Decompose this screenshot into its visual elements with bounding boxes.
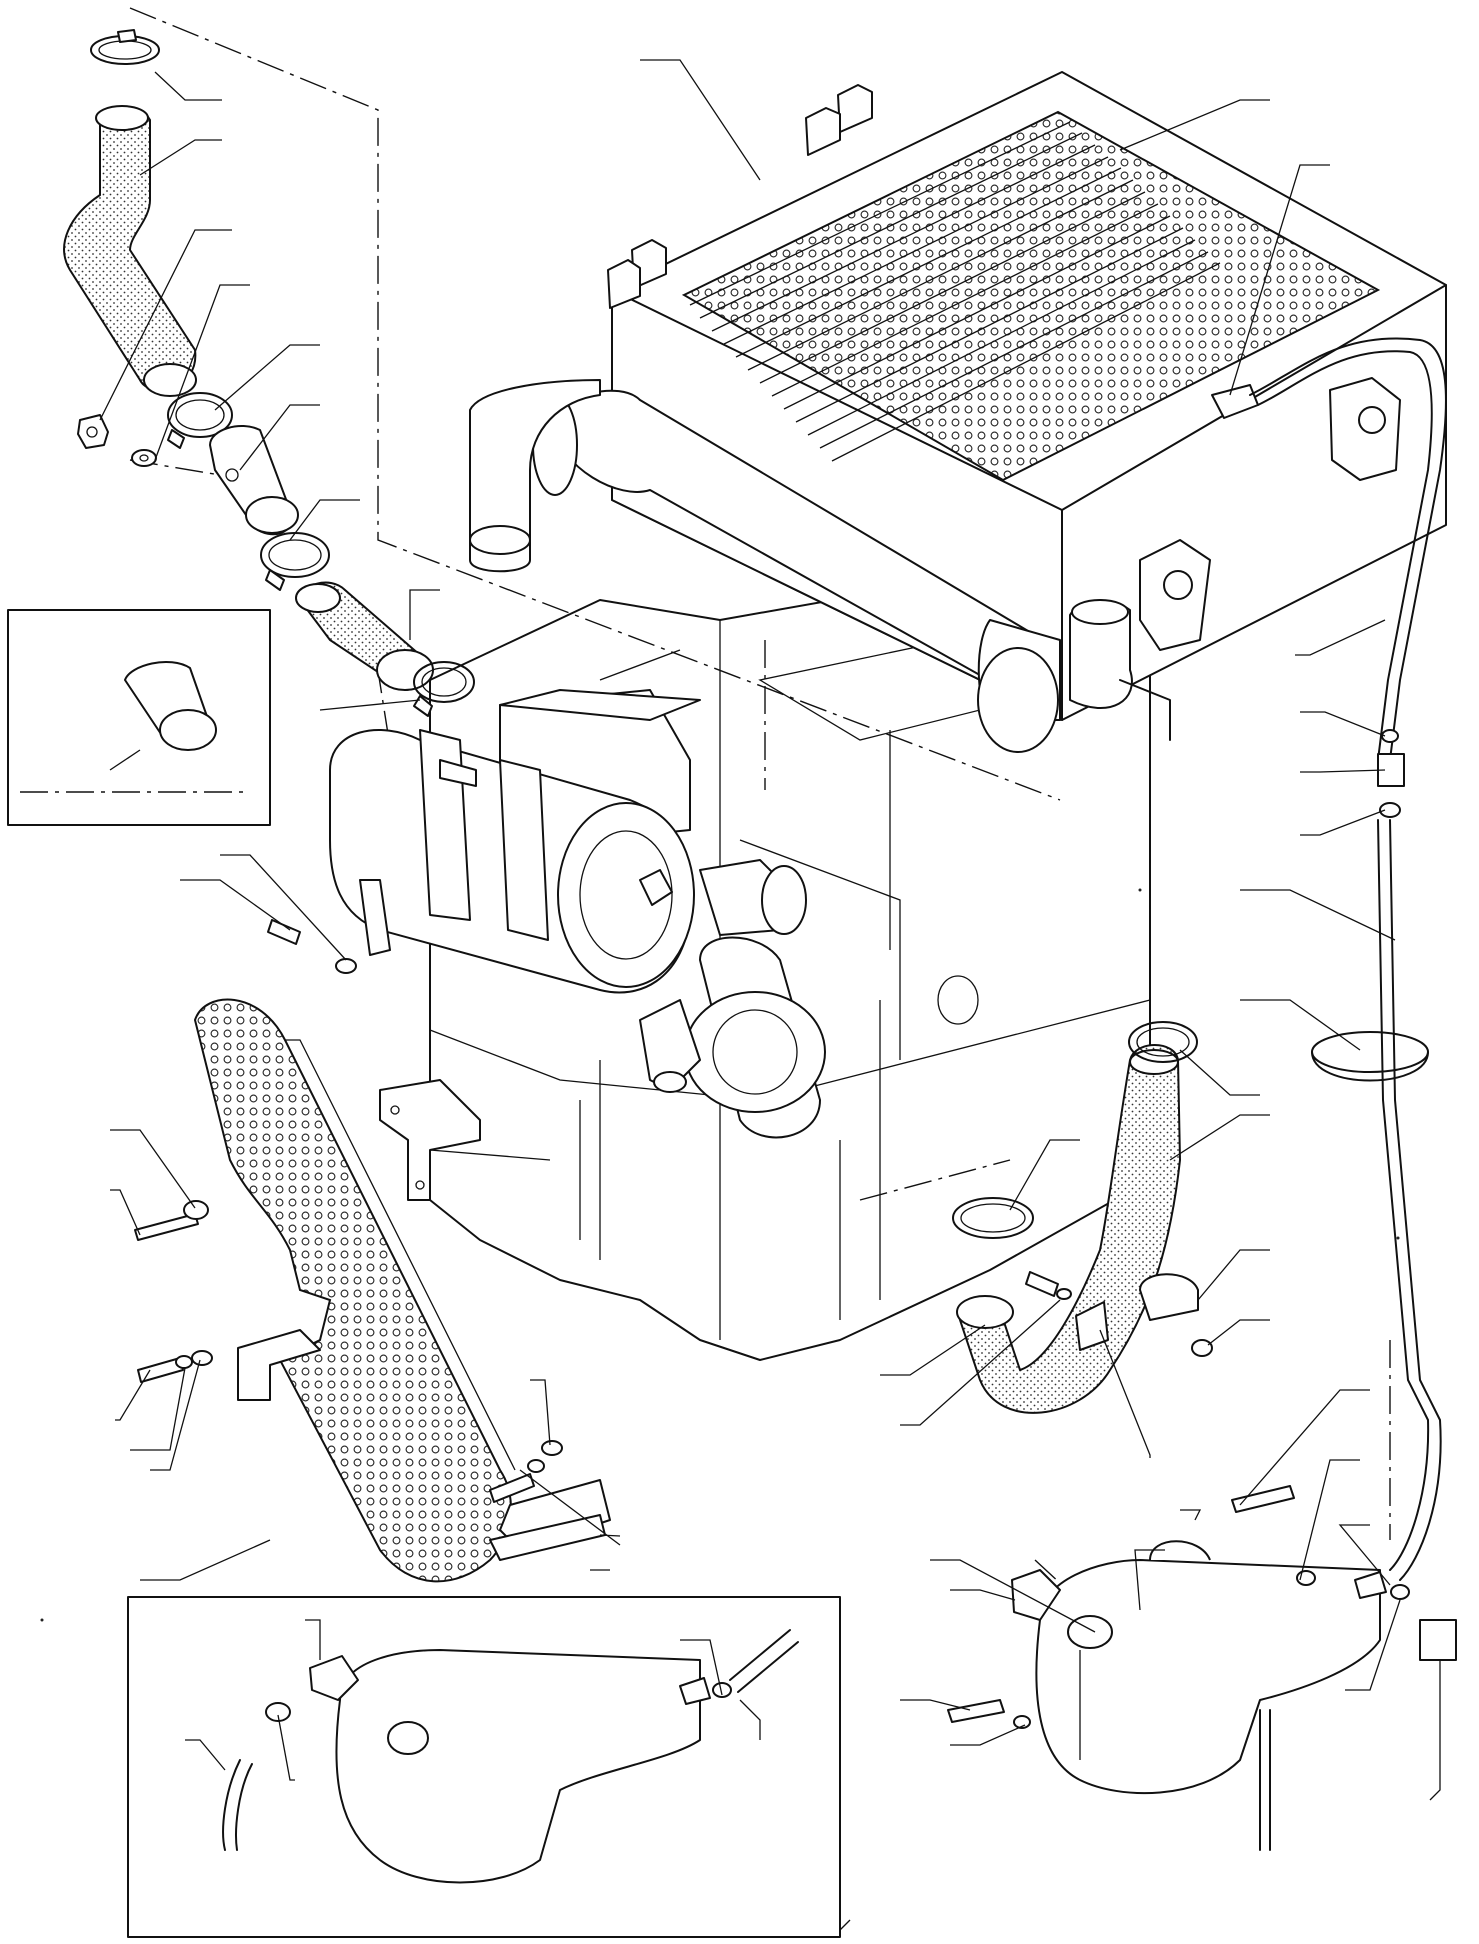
hose-clamp-top[interactable] [90, 29, 160, 65]
radiator-intercooler[interactable] [607, 71, 1447, 721]
stray-marks [40, 888, 1400, 1622]
hose-connector[interactable] [209, 425, 299, 536]
callout-leaders [99, 59, 1441, 1931]
clamp-3[interactable] [413, 661, 475, 717]
inset-expansion-tank-box [127, 1596, 841, 1938]
engine-block [429, 559, 1151, 1361]
charge-air-pipe [469, 379, 1171, 753]
intermediate-hose[interactable] [295, 581, 434, 692]
inset-detail-box [7, 609, 271, 826]
washer[interactable] [131, 449, 157, 467]
guard-panel[interactable] [193, 998, 516, 1583]
lower-hose[interactable] [956, 1044, 1182, 1414]
radiator-fins [689, 121, 1221, 462]
overflow-tube[interactable] [1249, 337, 1447, 1581]
air-cleaner[interactable] [329, 689, 826, 1139]
upper-hose[interactable] [63, 105, 197, 397]
clamps-right[interactable] [952, 1021, 1429, 1357]
temperature-sensor[interactable] [77, 414, 109, 449]
bracket[interactable] [237, 1079, 611, 1561]
clamp-2[interactable] [260, 532, 330, 591]
bolts-left[interactable] [134, 919, 563, 1503]
expansion-tank[interactable] [947, 1485, 1457, 1851]
clamp[interactable] [167, 392, 233, 449]
